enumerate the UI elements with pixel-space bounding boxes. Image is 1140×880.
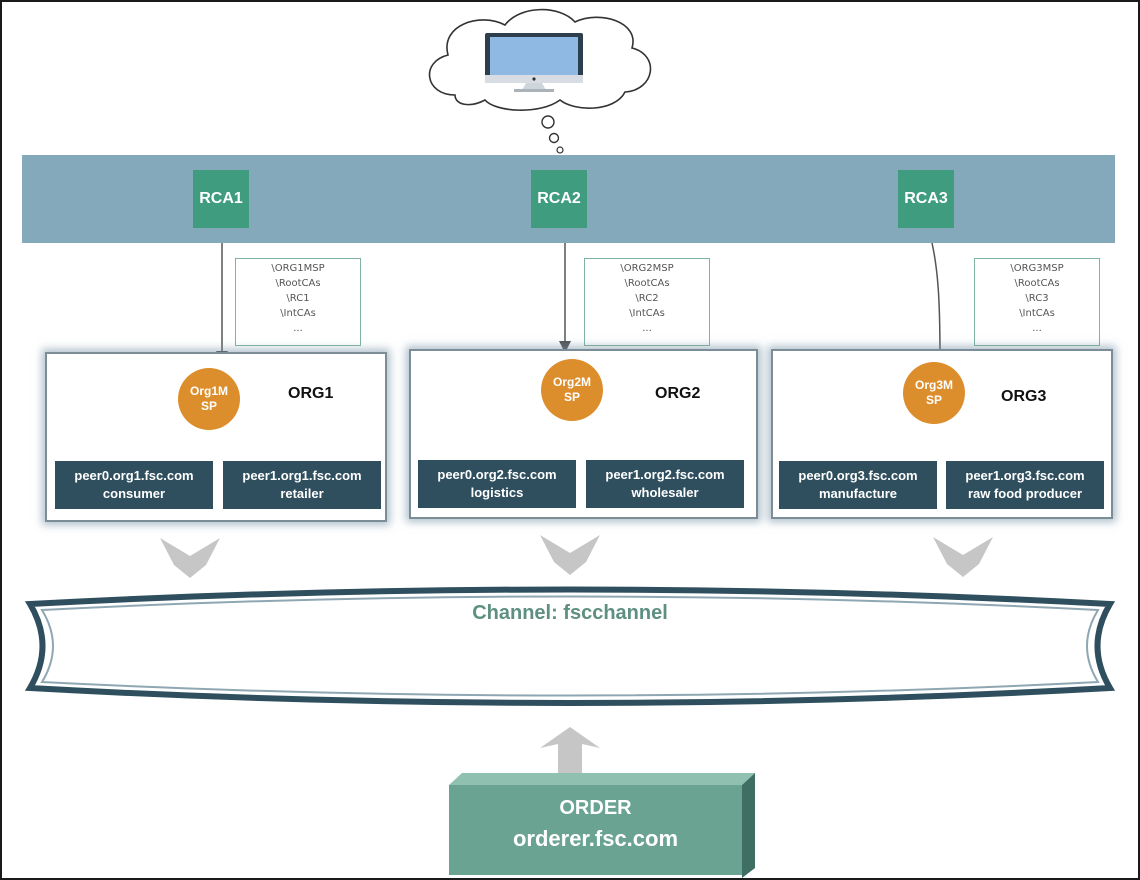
peer-host: peer1.org2.fsc.com — [605, 467, 725, 482]
peer-host: peer0.org1.fsc.com — [74, 468, 194, 483]
peer-role: logistics — [470, 485, 524, 500]
path-line: \ORG1MSP — [271, 263, 325, 274]
channel-pipe-inner — [40, 595, 1100, 697]
org1-title: ORG1 — [288, 385, 334, 402]
orderer-box: ORDER orderer.fsc.com — [449, 785, 742, 875]
msp-label-line1: Org2M — [552, 375, 591, 389]
org1-peer0: peer0.org1.fsc.com consumer — [55, 461, 213, 509]
org2-title: ORG2 — [655, 385, 701, 402]
msp-label-line1: Org3M — [914, 378, 953, 392]
org2-msp-path-box: \ORG2MSP \RootCAs \RC2 \IntCAs ... — [584, 258, 710, 346]
path-line: \RootCAs — [1014, 278, 1060, 289]
path-line: \IntCAs — [629, 308, 665, 319]
org3-peer1: peer1.org3.fsc.com raw food producer — [946, 461, 1104, 509]
org2-down-arrow — [540, 535, 600, 575]
msp-label-line2: SP — [200, 399, 217, 413]
path-line: \IntCAs — [280, 308, 316, 319]
rca3-to-org3-arrow — [931, 242, 946, 361]
path-line: \RootCAs — [624, 278, 670, 289]
path-line: ... — [642, 323, 652, 334]
org1-down-arrow — [160, 538, 220, 578]
peer-role: consumer — [102, 486, 166, 501]
peer-host: peer1.org3.fsc.com — [965, 468, 1085, 483]
orderer-title: ORDER — [559, 797, 632, 819]
orderer-box-side — [742, 773, 755, 878]
peer-host: peer1.org1.fsc.com — [242, 468, 362, 483]
peer-role: wholesaler — [631, 485, 699, 500]
orderer-host: orderer.fsc.com — [512, 826, 679, 851]
rca1-box: RCA1 — [193, 170, 249, 228]
path-line: \IntCAs — [1019, 308, 1055, 319]
orderer-box-top — [449, 773, 755, 785]
msp-label-line1: Org1M — [189, 384, 228, 398]
org1-msp-path-box: \ORG1MSP \RootCAs \RC1 \IntCAs ... — [235, 258, 361, 346]
orderer-up-arrow — [540, 727, 600, 780]
org3-down-arrow — [933, 537, 993, 577]
org2-peer1: peer1.org2.fsc.com wholesaler — [586, 460, 744, 508]
rca3-box: RCA3 — [898, 170, 954, 228]
peer-role: retailer — [280, 486, 324, 501]
path-line: ... — [1032, 323, 1042, 334]
peer-role: manufacture — [818, 486, 898, 501]
org3-msp-path-box: \ORG3MSP \RootCAs \RC3 \IntCAs ... — [974, 258, 1100, 346]
peer-role: raw food producer — [967, 486, 1083, 501]
org3-title: ORG3 — [1001, 388, 1047, 405]
msp-label-line2: SP — [925, 393, 942, 407]
path-line: \ORG2MSP — [620, 263, 674, 274]
path-line: \ORG3MSP — [1010, 263, 1064, 274]
path-line: \RootCAs — [275, 278, 321, 289]
channel-label: Channel: fscchannel — [472, 602, 668, 624]
path-line: \RC3 — [1025, 293, 1049, 304]
msp-label-line2: SP — [563, 390, 580, 404]
peer-host: peer0.org2.fsc.com — [437, 467, 557, 482]
down-arrows — [160, 535, 993, 578]
channel-pipe — [24, 586, 1116, 706]
org3-peer0: peer0.org3.fsc.com manufacture — [779, 461, 937, 509]
org1-peer1: peer1.org1.fsc.com retailer — [223, 461, 381, 509]
path-line: \RC2 — [635, 293, 659, 304]
path-line: \RC1 — [286, 293, 310, 304]
path-line: ... — [293, 323, 303, 334]
peer-host: peer0.org3.fsc.com — [798, 468, 918, 483]
computer-monitor-icon — [485, 33, 583, 92]
org2-peer0: peer0.org2.fsc.com logistics — [418, 460, 576, 508]
rca2-box: RCA2 — [531, 170, 587, 228]
